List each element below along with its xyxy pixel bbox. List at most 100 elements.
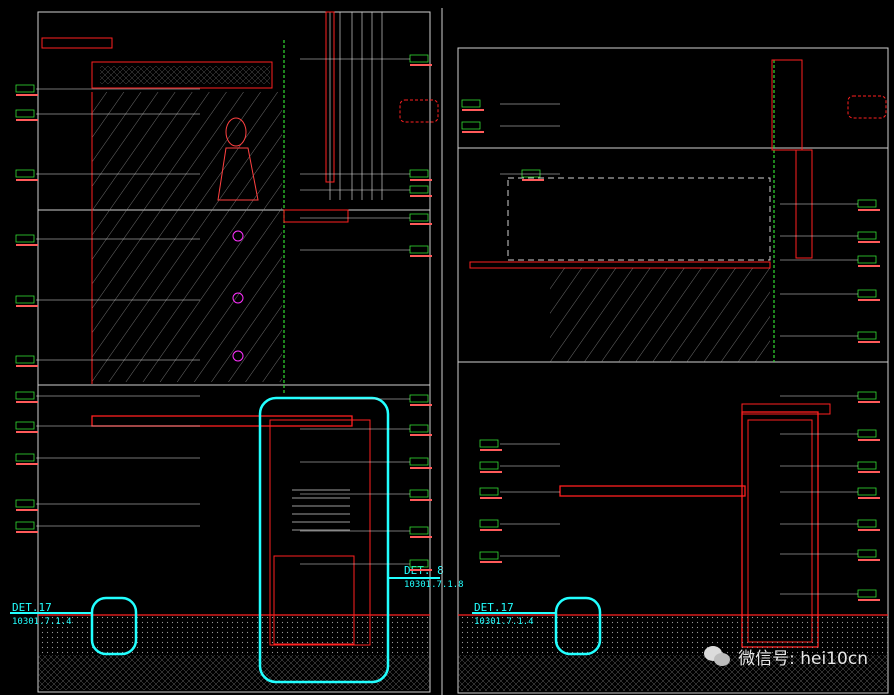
annotation-tag xyxy=(857,331,877,340)
annotation-tag-text xyxy=(858,497,880,499)
annotation-tag xyxy=(857,199,877,208)
annotation-tag xyxy=(857,429,877,438)
annotation-tag-text xyxy=(858,439,880,441)
left-det17-label: DET.17 xyxy=(12,601,52,614)
left-hatched-wall xyxy=(92,92,282,382)
annotation-tag xyxy=(409,245,429,254)
annotation-tag xyxy=(409,169,429,178)
annotation-tag-text xyxy=(16,365,38,367)
annotation-tag-text xyxy=(410,223,432,225)
annotation-tag xyxy=(857,589,877,598)
right-column xyxy=(771,59,803,151)
annotation-tag xyxy=(409,394,429,403)
annotation-tag xyxy=(409,424,429,433)
annotation-tag-text xyxy=(462,131,484,133)
annotation-tag-text xyxy=(858,265,880,267)
annotation-tag xyxy=(857,289,877,298)
annotation-tag-text xyxy=(858,471,880,473)
right-tall-cabinet-inner xyxy=(747,419,813,643)
right-det17-ref: 10301.7.1.4 xyxy=(474,617,534,627)
annotation-tag xyxy=(15,421,35,430)
left-callout-det8 xyxy=(258,396,390,684)
annotation-tag-text xyxy=(16,531,38,533)
annotation-tag-text xyxy=(410,434,432,436)
annotation-tag-text xyxy=(480,449,502,451)
annotation-tag-text xyxy=(410,64,432,66)
annotation-tag-text xyxy=(410,404,432,406)
right-cabinet-cap xyxy=(741,403,831,415)
annotation-tag xyxy=(15,355,35,364)
right-hatched-wall xyxy=(550,268,770,362)
annotation-tag xyxy=(857,461,877,470)
annotation-tag-text xyxy=(16,401,38,403)
annotation-tag-text xyxy=(462,109,484,111)
annotation-tag-text xyxy=(16,305,38,307)
annotation-tag-text xyxy=(480,471,502,473)
annotation-tag-text xyxy=(410,467,432,469)
annotation-tag xyxy=(857,231,877,240)
annotation-tag xyxy=(521,169,541,178)
wall-fixtures xyxy=(232,230,244,362)
annotation-tag-text xyxy=(16,119,38,121)
annotation-tag-text xyxy=(410,499,432,501)
left-ceiling-panel xyxy=(91,61,273,89)
annotation-tag xyxy=(857,255,877,264)
annotation-tag xyxy=(461,121,481,130)
annotation-tag xyxy=(15,499,35,508)
annotation-tag-text xyxy=(858,529,880,531)
annotation-tag-text xyxy=(410,255,432,257)
annotation-tag-text xyxy=(16,179,38,181)
annotation-tag-text xyxy=(480,529,502,531)
annotation-tag xyxy=(409,54,429,63)
right-floor-slab xyxy=(458,615,888,655)
annotation-tag-text xyxy=(858,299,880,301)
annotation-tag-text xyxy=(410,536,432,538)
annotation-tag-text xyxy=(16,463,38,465)
annotation-tag-text xyxy=(522,179,544,181)
annotation-tag xyxy=(409,213,429,222)
annotation-tag xyxy=(15,453,35,462)
annotation-tag xyxy=(409,559,429,568)
right-floor-hatch xyxy=(458,655,888,691)
left-column-lines xyxy=(329,12,383,200)
left-tag-group xyxy=(15,84,200,533)
left-ceiling-return xyxy=(283,209,349,223)
annotation-tag xyxy=(479,519,499,528)
annotation-tag xyxy=(15,521,35,530)
left-det17-ref: 10301.7.1.4 xyxy=(12,617,72,627)
annotation-tag-text xyxy=(858,599,880,601)
annotation-tag-text xyxy=(16,509,38,511)
annotation-tag xyxy=(857,519,877,528)
human-figure xyxy=(217,117,259,201)
wechat-icon xyxy=(704,645,732,668)
left-ceiling-grid xyxy=(100,66,270,84)
annotation-tag xyxy=(15,234,35,243)
annotation-tag-text xyxy=(16,431,38,433)
annotation-tag xyxy=(15,109,35,118)
left-cabinet-body xyxy=(269,419,371,646)
annotation-tag xyxy=(479,551,499,560)
annotation-tag xyxy=(15,391,35,400)
right-counter-top xyxy=(559,485,746,497)
annotation-tag xyxy=(409,489,429,498)
annotation-tag xyxy=(15,295,35,304)
watermark-text: 微信号: hei10cn xyxy=(738,649,868,669)
annotation-tag xyxy=(857,487,877,496)
left-ceiling-slab xyxy=(41,37,113,49)
right-det17-label: DET.17 xyxy=(474,601,514,614)
annotation-tag-text xyxy=(858,341,880,343)
left-sheet-border xyxy=(37,11,431,693)
annotation-tag-text xyxy=(410,179,432,181)
annotation-tag xyxy=(857,391,877,400)
right-ceiling-slab xyxy=(469,261,771,269)
right-sheet: DET.17 10301.7.1.4 xyxy=(399,47,889,694)
annotation-tag-text xyxy=(410,195,432,197)
left-right-tag-group xyxy=(300,54,432,571)
annotation-tag-text xyxy=(858,559,880,561)
right-highlight-box xyxy=(847,95,887,119)
annotation-tag-text xyxy=(480,497,502,499)
annotation-tag-text xyxy=(16,244,38,246)
annotation-tag-text xyxy=(858,401,880,403)
left-floor-slab xyxy=(38,615,430,655)
